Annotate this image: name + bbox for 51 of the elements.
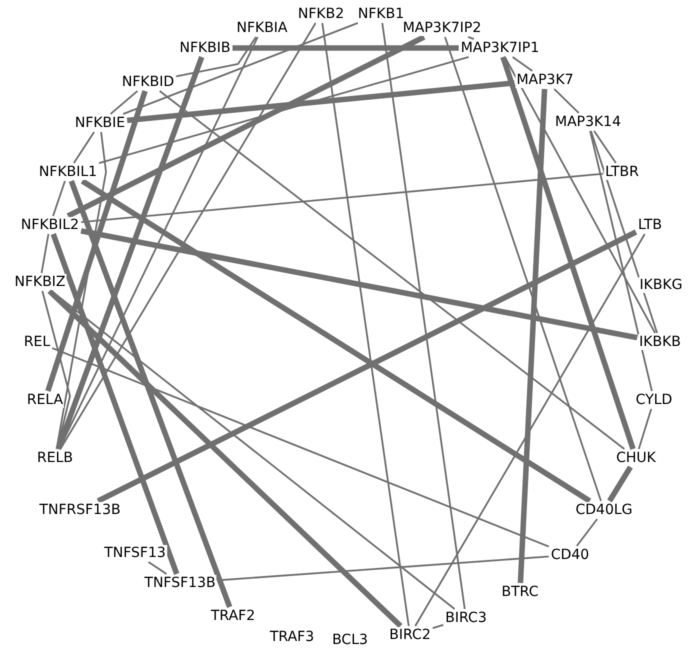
connector-line <box>48 289 402 628</box>
connector-line <box>148 561 167 575</box>
connector-line <box>576 518 598 547</box>
gene-label: CHUK <box>615 450 657 466</box>
connector-line <box>176 36 257 78</box>
connector-line <box>73 132 95 164</box>
connector-line <box>50 233 180 575</box>
connector-line <box>518 88 548 584</box>
connector-line <box>122 22 358 115</box>
connector-line <box>81 172 604 224</box>
gene-label: LTBR <box>604 164 640 180</box>
gene-label: MAP3K7 <box>515 72 575 88</box>
gene-label: NFKBIZ <box>13 274 67 290</box>
connector-line <box>110 90 138 115</box>
connector-line <box>45 90 148 392</box>
connector-line <box>554 88 580 114</box>
connector-line <box>80 228 638 340</box>
connector-line <box>232 45 459 51</box>
connector-line <box>80 178 592 504</box>
gene-label: NFKBIL1 <box>38 164 98 180</box>
gene-label: RELA <box>26 392 64 408</box>
gene-label: MAP3K7IP2 <box>402 20 482 36</box>
connector-line <box>500 56 636 450</box>
connector-line <box>590 130 658 334</box>
connector-line <box>96 230 638 504</box>
connector-line <box>52 180 66 216</box>
connector-line <box>432 624 444 629</box>
connector-line <box>638 408 652 450</box>
connector-line <box>607 466 633 502</box>
gene-label: IKBKB <box>638 334 682 350</box>
connector-line <box>56 132 107 450</box>
connector-line <box>468 36 474 40</box>
connector-line <box>40 234 50 274</box>
connector-line <box>444 36 602 502</box>
connector-line <box>381 22 466 610</box>
connector-line <box>42 290 71 450</box>
connector-line <box>56 56 204 450</box>
connector-line <box>414 234 646 626</box>
connector-line <box>504 56 656 334</box>
connector-line <box>60 22 316 450</box>
connector-line <box>68 180 232 608</box>
connector-line <box>98 56 469 164</box>
connector-line <box>159 90 625 450</box>
connector-line <box>593 130 617 164</box>
connector-line <box>512 56 533 72</box>
connector-line <box>52 347 550 548</box>
connector-line <box>589 130 653 392</box>
connector-line <box>126 80 515 124</box>
connector-line <box>321 22 410 626</box>
connector-line <box>66 34 426 218</box>
gene-label: IKBKG <box>638 277 684 293</box>
